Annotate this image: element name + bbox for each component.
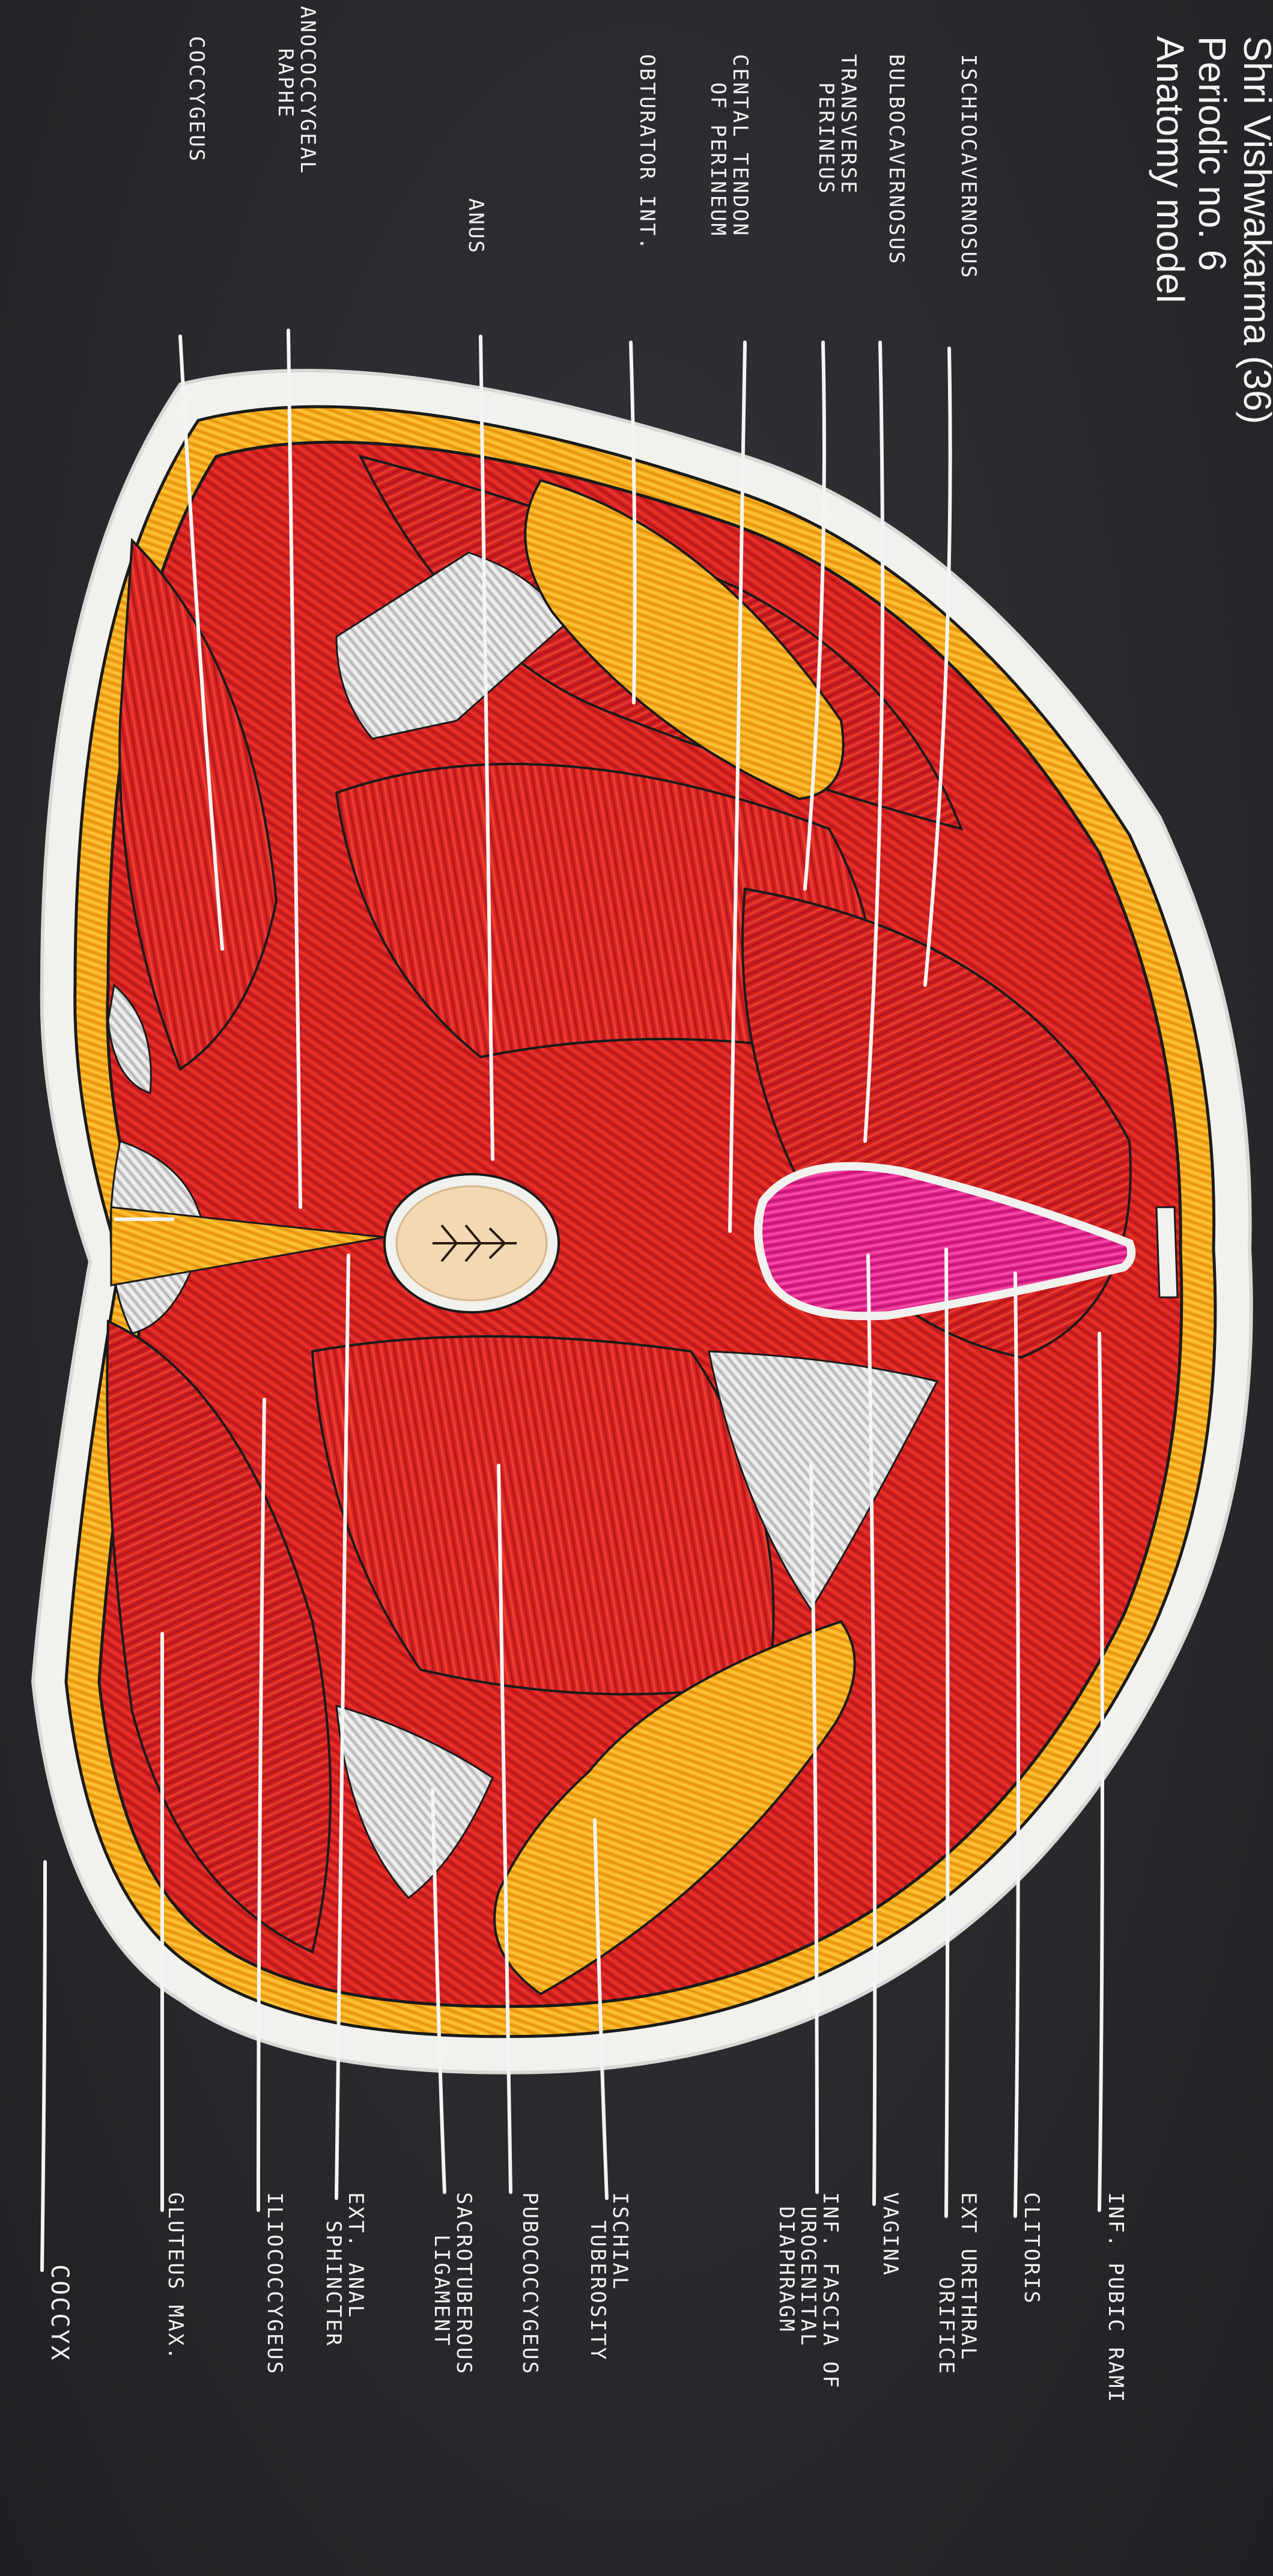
label-clitoris: CLITORIS [1020,2192,1042,2305]
clitoris [1156,1207,1177,1297]
label-vagina: VAGINA [879,2192,901,2277]
header-line-2: Periodic no. 6 [1190,36,1235,271]
label-anus: ANUS [464,198,487,255]
label-anococcygeal-raphe: ANOCOCCYGEAL RAPHE [275,6,318,175]
label-ischiocavernosus: ISCHIOCAVERNOSUS [957,54,979,280]
label-coccygeus: COCCYGEUS [185,36,207,163]
label-obturator-int: OBTURATOR INT. [636,54,658,252]
label-iliococcygeus: ILIOCOCCYGEUS [263,2192,285,2375]
header-line-1: Shri Vishwakarma (36) [1235,36,1273,424]
label-ischial-tuberosity: ISCHIAL TUBEROSITY [587,2192,631,2362]
label-ext-urethral-orifice: EXT URETHRAL ORIFICE [935,2192,979,2375]
label-coccyx: COCCYX [46,2264,72,2362]
label-pubococcygeus: PUBOCOCCYGEUS [518,2192,541,2375]
label-transverse-perineus: TRANSVERSE PERINEUS [815,54,859,195]
label-central-tendon: CENTAL TENDON OF PERINEUM [707,54,751,237]
label-ext-anal-sphincter: EXT. ANAL SPHINCTER [323,2192,366,2347]
label-inf-fascia: INF. FASCIA OF UROGENITAL DIAPHRAGM [775,2192,841,2390]
label-inf-pubic-rami: INF. PUBIC RAMI [1104,2192,1126,2404]
label-sacrotuberous-ligament: SACROTUBEROUS LIGAMENT [431,2192,475,2375]
header-line-3: Anatomy model [1148,36,1192,303]
label-gluteus-max: GLUTEUS MAX. [164,2192,186,2362]
label-bulbocavernosus: BULBOCAVERNOSUS [885,54,907,265]
